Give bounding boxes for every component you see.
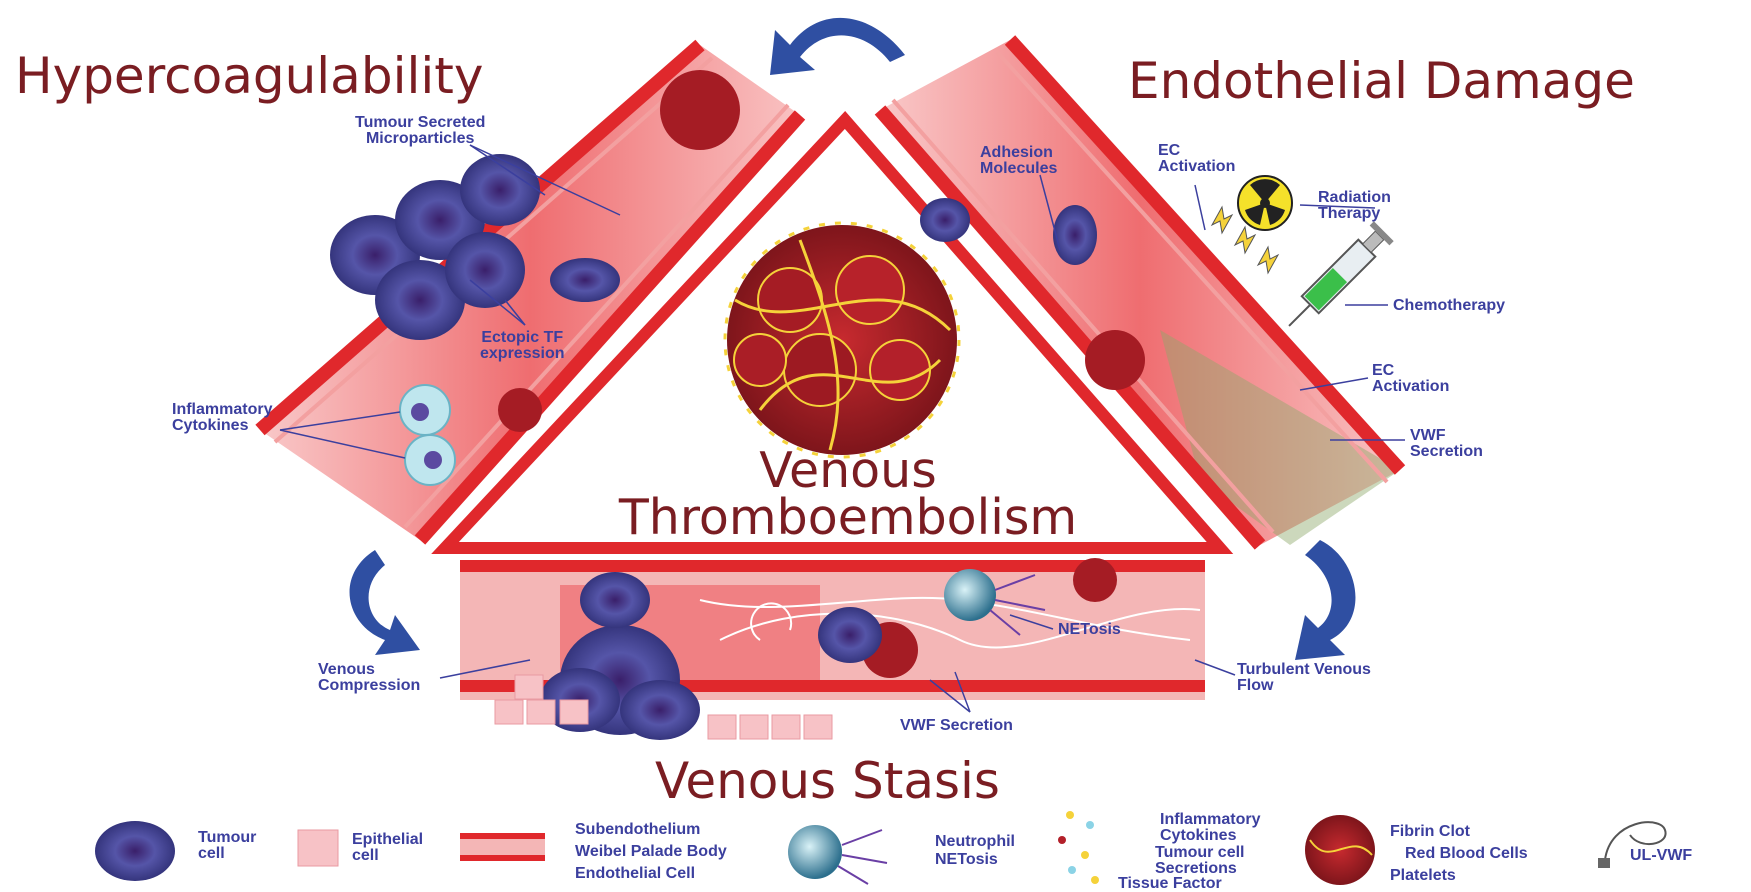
- legend-secretions-l1: Tumour cell: [1155, 845, 1245, 861]
- radiation-icon: [1238, 176, 1292, 230]
- legend-ul-vwf: UL-VWF: [1630, 848, 1692, 864]
- syringe-icon: [1279, 221, 1394, 336]
- label-netosis: NETosis: [1058, 622, 1121, 638]
- label-turbulent-l1: Turbulent Venous: [1237, 662, 1371, 678]
- legend-dots-icon: [1058, 811, 1099, 884]
- label-ec-activation-mid: EC Activation: [1372, 363, 1449, 395]
- label-ec-activation-mid-l1: EC: [1372, 363, 1449, 379]
- label-inflammatory-cytokines: Inflammatory Cytokines: [172, 402, 272, 434]
- label-vwf-secretion-right: VWF Secretion: [1410, 428, 1483, 460]
- legend-tumour-icon: [95, 821, 175, 881]
- label-radiation-l1: Radiation: [1318, 190, 1391, 206]
- legend-epithelial-l2: cell: [352, 848, 423, 864]
- label-adhesion-molecules: Adhesion Molecules: [980, 145, 1057, 177]
- label-vwf-l1: VWF: [1410, 428, 1483, 444]
- label-tumour-secreted-l2: Microparticles: [355, 131, 485, 147]
- label-venous-compression-l1: Venous: [318, 662, 420, 678]
- label-vwf-secretion-bottom: VWF Secretion: [900, 718, 1013, 734]
- legend-tumour-l2: cell: [198, 846, 256, 862]
- legend-epithelial-l1: Epithelial: [352, 832, 423, 848]
- label-chemotherapy: Chemotherapy: [1393, 298, 1505, 314]
- legend-inflammatory-cytokines: Inflammatory Cytokines: [1160, 812, 1260, 844]
- legend-vessel-icon: [460, 833, 545, 861]
- legend-weibel-palade: Weibel Palade Body: [575, 844, 727, 860]
- legend-tumour-cell: Tumour cell: [198, 830, 256, 862]
- legend-tumour-cell-secretions: Tumour cell Secretions: [1155, 845, 1245, 877]
- label-ec-activation-mid-l2: Activation: [1372, 379, 1449, 395]
- label-radiation-l2: Therapy: [1318, 206, 1391, 222]
- legend-epithelial-icon: [298, 830, 338, 866]
- legend-tissue-factor: Tissue Factor: [1118, 876, 1222, 892]
- label-adhesion-l2: Molecules: [980, 161, 1057, 177]
- label-venous-compression-l2: Compression: [318, 678, 420, 694]
- label-tumour-secreted: Tumour Secreted Microparticles: [355, 115, 485, 147]
- label-vwf-l2: Secretion: [1410, 444, 1483, 460]
- label-ec-activation-top-l2: Activation: [1158, 159, 1235, 175]
- label-ectopic-tf: Ectopic TF expression: [480, 330, 564, 362]
- legend-netosis: NETosis: [935, 852, 998, 868]
- label-turbulent-venous-flow: Turbulent Venous Flow: [1237, 662, 1371, 694]
- tumour-cell-bottom: [818, 607, 882, 663]
- legend-clot-icon: [1305, 815, 1375, 885]
- label-tumour-secreted-l1: Tumour Secreted: [355, 115, 485, 131]
- legend-inflammatory-l2: Cytokines: [1160, 828, 1260, 844]
- title-endothelial-damage: Endothelial Damage: [1128, 55, 1635, 107]
- legend-platelets: Platelets: [1390, 868, 1456, 884]
- center-title-line2: Thromboembolism: [568, 492, 1128, 544]
- legend-endothelial-cell: Endothelial Cell: [575, 866, 695, 882]
- legend-tumour-l1: Tumour: [198, 830, 256, 846]
- label-venous-compression: Venous Compression: [318, 662, 420, 694]
- label-ectopic-tf-l2: expression: [480, 346, 564, 362]
- legend-epithelial-cell: Epithelial cell: [352, 832, 423, 864]
- label-radiation-therapy: Radiation Therapy: [1318, 190, 1391, 222]
- label-inflammatory-l1: Inflammatory: [172, 402, 272, 418]
- tumour-cell-right-b: [1053, 205, 1097, 265]
- legend-neutrophil-icon: [788, 825, 887, 884]
- legend-inflammatory-l1: Inflammatory: [1160, 812, 1260, 828]
- title-venous-stasis: Venous Stasis: [655, 755, 1000, 807]
- legend-fibrin-clot: Fibrin Clot: [1390, 824, 1470, 840]
- label-ectopic-tf-l1: Ectopic TF: [480, 330, 564, 346]
- legend-subendothelium: Subendothelium: [575, 822, 700, 838]
- label-ec-activation-top: EC Activation: [1158, 143, 1235, 175]
- label-adhesion-l1: Adhesion: [980, 145, 1057, 161]
- label-ec-activation-top-l1: EC: [1158, 143, 1235, 159]
- title-hypercoagulability: Hypercoagulability: [15, 50, 483, 102]
- legend-red-blood-cells: Red Blood Cells: [1405, 846, 1528, 862]
- tumour-cell-right-a: [920, 198, 970, 242]
- label-inflammatory-l2: Cytokines: [172, 418, 272, 434]
- legend-neutrophil: Neutrophil: [935, 834, 1015, 850]
- label-turbulent-l2: Flow: [1237, 678, 1371, 694]
